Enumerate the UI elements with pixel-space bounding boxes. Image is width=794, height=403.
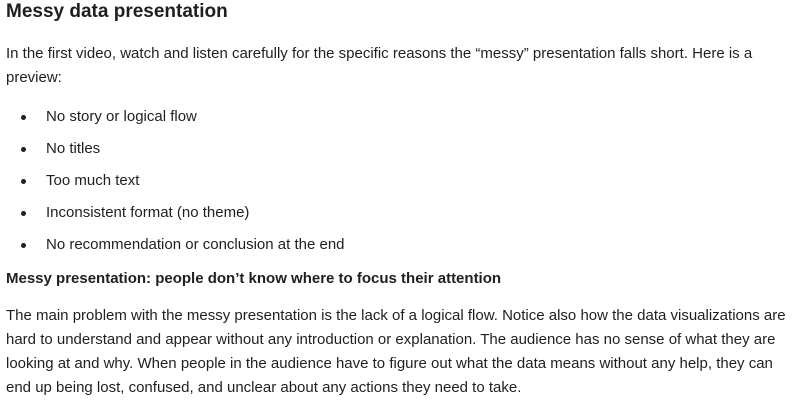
list-item: No story or logical flow — [6, 105, 786, 137]
list-item-text: No recommendation or conclusion at the e… — [46, 236, 345, 253]
reasons-list: No story or logical flow No titles Too m… — [6, 105, 786, 265]
bullet-icon — [21, 243, 26, 248]
page-title: Messy data presentation — [6, 1, 228, 22]
list-item-text: Inconsistent format (no theme) — [46, 204, 250, 221]
list-item-text: No titles — [46, 140, 101, 157]
section-subheading: Messy presentation: people don’t know wh… — [6, 270, 502, 287]
bullet-icon — [21, 179, 26, 184]
bullet-icon — [21, 115, 26, 120]
bullet-icon — [21, 211, 26, 216]
list-item-text: No story or logical flow — [46, 108, 197, 125]
list-item: No titles — [6, 137, 786, 169]
list-item: Inconsistent format (no theme) — [6, 201, 786, 233]
list-item: No recommendation or conclusion at the e… — [6, 233, 786, 265]
bullet-icon — [21, 147, 26, 152]
body-paragraph: The main problem with the messy presenta… — [6, 307, 786, 396]
intro-paragraph: In the first video, watch and listen car… — [6, 45, 753, 86]
list-item-text: Too much text — [46, 172, 140, 189]
list-item: Too much text — [6, 169, 786, 201]
